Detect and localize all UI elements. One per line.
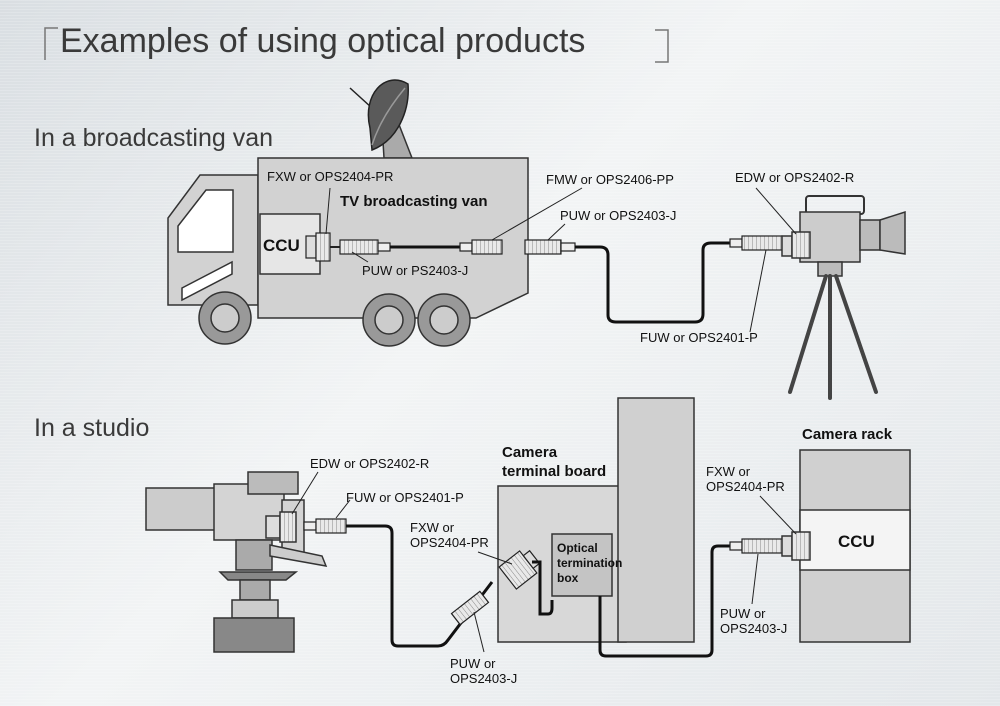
van-connector-fxw xyxy=(305,232,340,262)
van-label-fxw: FXW or OPS2404-PR xyxy=(267,169,394,184)
studio-label-fxw-left-2: OPS2404-PR xyxy=(410,535,489,550)
studio-connector-fuw xyxy=(303,518,347,534)
section-van-heading: In a broadcasting van xyxy=(34,124,274,152)
termination-box-label-1: Optical xyxy=(557,541,598,555)
satellite-dish xyxy=(349,79,414,159)
van-body xyxy=(257,157,529,319)
studio-camera-cable xyxy=(346,524,494,648)
camera-connector-fuw xyxy=(729,235,783,251)
studio-label-puw-left-1: PUW or xyxy=(450,656,496,671)
van-connector-fmw xyxy=(459,239,503,255)
studio-label-fxw-right-1: FXW or xyxy=(706,464,751,479)
studio-connector-puw-right xyxy=(729,538,783,554)
termination-box-label-2: termination xyxy=(557,556,623,570)
van-field-cable xyxy=(575,241,730,324)
field-camera xyxy=(781,195,906,277)
van-connector-puw-ext xyxy=(524,239,576,255)
studio-label-puw-left-2: OPS2403-J xyxy=(450,671,518,686)
title-bracket xyxy=(44,27,669,63)
van-ccu-label: CCU xyxy=(263,236,300,255)
studio-label-fxw-right-2: OPS2404-PR xyxy=(706,479,785,494)
camera-terminal-board xyxy=(497,397,695,643)
section-studio-heading: In a studio xyxy=(34,414,150,442)
van-wheels xyxy=(198,291,471,347)
van-cab xyxy=(167,174,259,306)
van-leader-lines xyxy=(325,187,797,333)
terminal-board-title-line2: terminal board xyxy=(502,463,607,480)
studio-rack-cable xyxy=(598,544,730,658)
van-label-puw-ps2403: PUW or PS2403-J xyxy=(362,263,469,278)
studio-connector-puw-left xyxy=(450,590,490,626)
rack-ccu-label: CCU xyxy=(838,532,875,551)
studio-label-fuw: FUW or OPS2401-P xyxy=(346,490,464,505)
page-title: Examples of using optical products xyxy=(60,22,586,60)
studio-leader-lines xyxy=(291,471,797,653)
studio-label-puw-right-2: OPS2403-J xyxy=(720,621,788,636)
studio-label-edw: EDW or OPS2402-R xyxy=(310,456,430,471)
studio-label-puw-right-1: PUW or xyxy=(720,606,766,621)
tripod xyxy=(788,274,878,400)
studio-board-cable xyxy=(532,560,554,616)
van-label-puw-ops2403: PUW or OPS2403-J xyxy=(560,208,677,223)
van-label-fuw: FUW or OPS2401-P xyxy=(640,330,758,345)
studio-label-fxw-left-1: FXW or xyxy=(410,520,455,535)
van-label-edw: EDW or OPS2402-R xyxy=(735,170,855,185)
camera-rack-title: Camera rack xyxy=(802,426,893,443)
studio-camera xyxy=(145,471,328,653)
camera-rack xyxy=(781,449,911,643)
van-connector-puw xyxy=(339,239,391,255)
termination-box-label-3: box xyxy=(557,571,579,585)
van-label-fmw: FMW or OPS2406-PP xyxy=(546,172,674,187)
van-vehicle-label: TV broadcasting van xyxy=(340,193,488,210)
studio-connector-fxw-left xyxy=(498,549,541,590)
terminal-board-title-line1: Camera xyxy=(502,444,558,461)
